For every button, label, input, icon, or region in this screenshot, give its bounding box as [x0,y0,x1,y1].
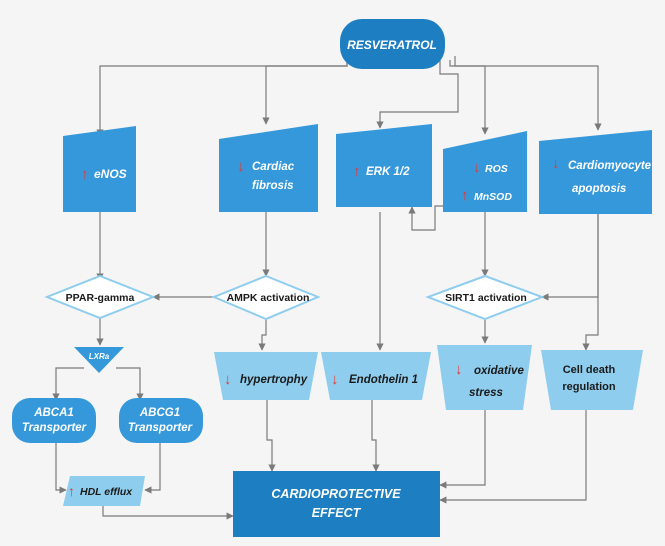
node-ampk: AMPK activation [211,274,321,321]
hdl-label: HDL efflux [80,486,133,498]
node-hdl-efflux: ↑ HDL efflux [63,476,145,506]
node-cardioprotective: CARDIOPROTECTIVE EFFECT [233,471,440,537]
edge-endothelin-cardioprotective [371,400,380,472]
node-cardiomyocyte: ↓ Cardiomyocyte apoptosis [539,130,652,214]
edge-abca1-hdl [55,443,67,494]
resveratrol-label: RESVERATROL [347,38,437,52]
edge-cardiomyocyte-sirt1 [541,214,599,301]
edge-abcg1-hdl [144,443,161,494]
node-cardiac-fibrosis: ↓ Cardiac fibrosis [219,124,318,212]
cardioprotective-line1: CARDIOPROTECTIVE [271,487,401,501]
oxidative-line1: oxidative [474,365,524,377]
node-hypertrophy: ↓ hypertrophy [214,352,318,400]
edge-oxidative-cardioprotective [439,408,486,489]
cell-death-line2: regulation [562,381,615,393]
cardioprotective-line2: EFFECT [312,506,362,520]
edge-celldeath-cardioprotective [439,410,587,504]
oxidative-line2: stress [469,387,503,399]
edge-mnsod-erk [408,205,443,231]
node-sirt1: SIRT1 activation [425,274,545,321]
up-arrow-icon: ↑ [81,166,89,183]
edge-resveratrol-erk [376,60,459,129]
abcg1-line2: Transporter [128,422,193,434]
node-abcg1: ABCG1 Transporter [119,398,203,443]
node-oxidative-stress: ↓ oxidative stress [437,345,532,410]
node-enos: ↑ eNOS [63,126,136,212]
cardiac-fibrosis-line1: Cardiac [252,161,295,173]
ampk-label: AMPK activation [227,292,310,304]
cardiomyocyte-line1: Cardiomyocyte [568,160,652,172]
cardiomyocyte-line2: apoptosis [572,183,626,195]
up-arrow-icon: ↑ [461,187,469,204]
edge-hypertrophy-cardioprotective [266,400,276,472]
node-cell-death: Cell death regulation [541,350,643,410]
up-arrow-icon: ↑ [68,483,75,499]
node-resveratrol: RESVERATROL [340,19,445,69]
node-ppar-gamma: PPAR-gamma [44,274,156,320]
cell-death-line1: Cell death [563,364,616,376]
abca1-line2: Transporter [22,422,87,434]
edge-cardiomyocyte-celldeath [582,214,599,351]
ros-label: ROS [485,163,508,175]
node-lxra: LXRa [74,347,124,373]
node-endothelin: ↓ Endothelin 1 [321,352,431,400]
edge-hdl-cardioprotective [102,506,234,520]
ppar-label: PPAR-gamma [66,292,135,304]
edge-resveratrol-enos [96,56,348,137]
down-arrow-icon: ↓ [237,158,245,175]
node-erk: ↑ ERK 1/2 [336,124,432,207]
enos-label: eNOS [94,167,127,181]
sirt1-label: SIRT1 activation [445,292,527,304]
edge-lxra-abca1 [52,367,84,401]
up-arrow-icon: ↑ [353,163,361,180]
endothelin-label: Endothelin 1 [349,374,418,386]
down-arrow-icon: ↓ [331,371,339,388]
node-ros-mnsod: ↓ ROS ↑ MnSOD [443,131,527,212]
edge-lxra-abcg1 [116,367,144,401]
connectors [52,56,602,520]
down-arrow-icon: ↓ [473,159,481,176]
edge-resveratrol-cardiomyocyte [454,56,602,131]
lxra-label: LXRa [89,352,110,361]
node-abca1: ABCA1 Transporter [12,398,96,443]
down-arrow-icon: ↓ [224,371,232,388]
abca1-line1: ABCA1 [33,407,74,419]
erk-label: ERK 1/2 [366,166,410,178]
abcg1-line1: ABCG1 [139,407,180,419]
down-arrow-icon: ↓ [455,361,463,378]
hypertrophy-label: hypertrophy [240,374,308,386]
edge-resveratrol-ros [449,60,489,135]
down-arrow-icon: ↓ [552,155,560,172]
mnsod-label: MnSOD [474,191,512,203]
edge-ampk-hypertrophy [258,319,267,351]
edge-resveratrol-fibrosis [262,56,348,125]
cardiac-fibrosis-line2: fibrosis [252,180,294,192]
